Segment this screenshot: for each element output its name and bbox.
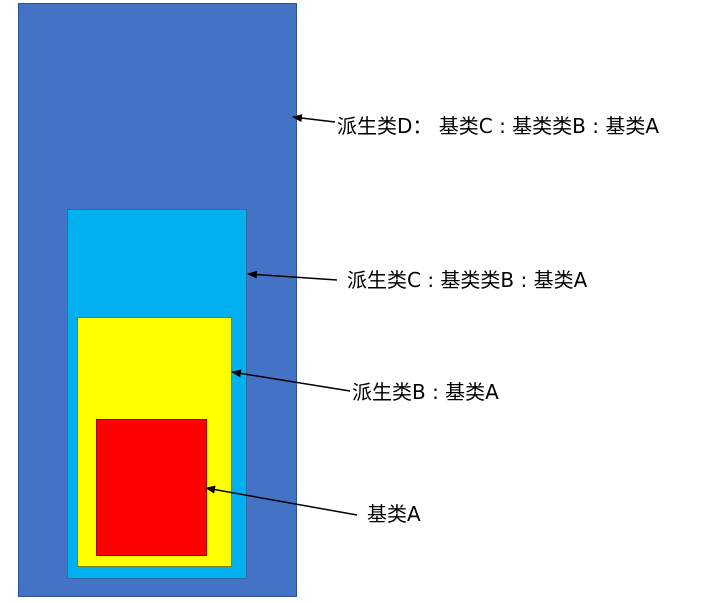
derived-class-d-label: 派生类D： 基类C : 基类类B : 基类A (337, 114, 660, 138)
base-class-a-label: 基类A (367, 502, 421, 526)
base-class-a-box (96, 419, 207, 556)
derived-class-c-label: 派生类C : 基类类B : 基类A (347, 268, 588, 292)
arrow-to-derived-d (292, 114, 336, 123)
derived-class-b-label: 派生类B : 基类A (352, 380, 499, 404)
